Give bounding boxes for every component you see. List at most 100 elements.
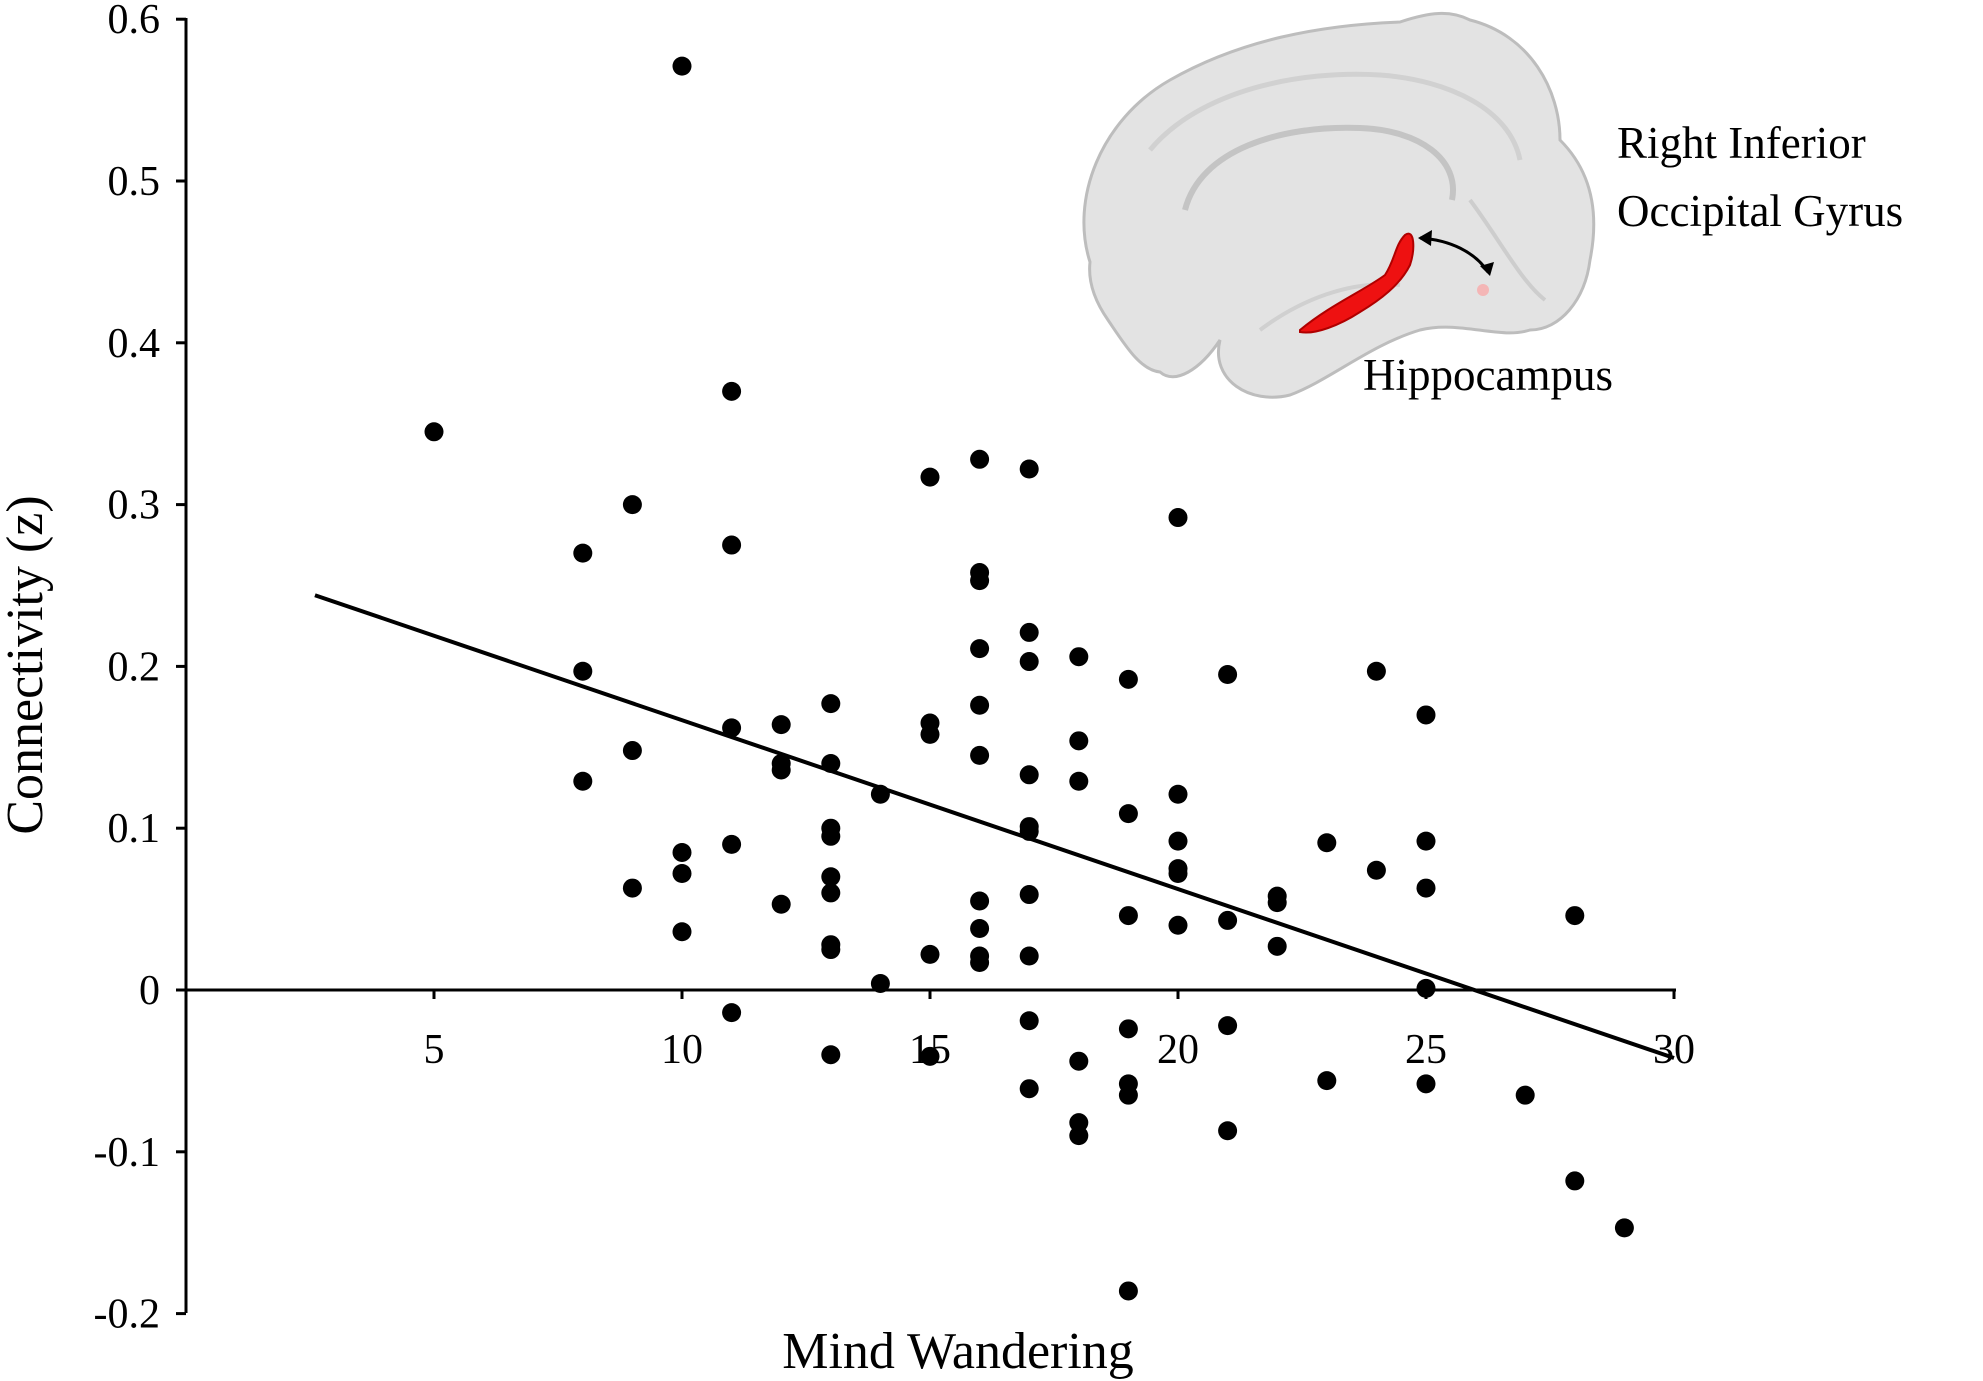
- data-point: [1168, 831, 1188, 851]
- data-point: [970, 745, 990, 765]
- data-point: [1218, 910, 1238, 930]
- y-tick-label: 0.3: [108, 483, 161, 529]
- data-point: [1366, 860, 1386, 880]
- data-point: [1118, 804, 1138, 824]
- data-point: [573, 543, 593, 563]
- data-point: [920, 467, 940, 487]
- data-point: [1218, 1016, 1238, 1036]
- data-point: [771, 715, 791, 735]
- data-point: [1118, 1019, 1138, 1039]
- data-point: [672, 864, 692, 884]
- x-tick-label: 20: [1157, 1027, 1199, 1073]
- data-point: [970, 571, 990, 591]
- data-point: [722, 1003, 742, 1023]
- data-point: [1118, 1085, 1138, 1105]
- data-point: [1565, 906, 1585, 926]
- data-point: [1019, 1079, 1039, 1099]
- data-point: [1515, 1085, 1535, 1105]
- data-point: [970, 891, 990, 911]
- y-tick-label: -0.2: [94, 1292, 161, 1338]
- data-point: [771, 760, 791, 780]
- data-point: [920, 1046, 940, 1066]
- data-point: [1218, 664, 1238, 684]
- hippocampus-shape: [1299, 232, 1415, 334]
- data-point: [424, 422, 444, 442]
- data-point: [1118, 1281, 1138, 1301]
- data-point: [672, 56, 692, 76]
- data-point: [1317, 1071, 1337, 1091]
- data-point: [1069, 1126, 1089, 1146]
- data-point: [722, 381, 742, 401]
- data-point: [722, 834, 742, 854]
- annotation-region-1-line-2: Occipital Gyrus: [1617, 186, 1903, 236]
- data-point: [1069, 1051, 1089, 1071]
- data-point: [1019, 765, 1039, 785]
- y-axis-label: Connectivity (z): [0, 495, 54, 834]
- data-point: [821, 826, 841, 846]
- data-point: [1267, 893, 1287, 913]
- data-point: [1019, 622, 1039, 642]
- data-point: [1416, 1074, 1436, 1094]
- trend-line: [314, 593, 1675, 1060]
- data-point: [1168, 864, 1188, 884]
- y-tick-label: 0.5: [108, 159, 161, 205]
- data-point: [821, 867, 841, 887]
- annotation-region-1-line-1: Right Inferior: [1617, 118, 1866, 168]
- x-tick-label: 10: [661, 1027, 703, 1073]
- data-point: [1416, 705, 1436, 725]
- data-point: [672, 922, 692, 942]
- data-point: [1366, 661, 1386, 681]
- brain-sulcus: [1148, 71, 1523, 161]
- data-point: [1218, 1121, 1238, 1141]
- data-point: [1069, 647, 1089, 667]
- occipital-region-marker: [1477, 284, 1489, 296]
- data-point: [672, 842, 692, 862]
- x-tick-label: 25: [1405, 1027, 1447, 1073]
- data-point: [1019, 459, 1039, 479]
- data-point: [1069, 731, 1089, 751]
- y-tick-label: 0.6: [108, 0, 161, 43]
- data-point: [920, 944, 940, 964]
- data-point: [1168, 915, 1188, 935]
- data-point: [970, 449, 990, 469]
- data-point: [573, 661, 593, 681]
- data-point: [1416, 978, 1436, 998]
- data-point: [1168, 784, 1188, 804]
- data-point: [1565, 1171, 1585, 1191]
- y-tick-label: 0.2: [108, 644, 161, 690]
- data-point: [1069, 771, 1089, 791]
- data-point: [821, 940, 841, 960]
- arrowhead-right: [1480, 262, 1494, 276]
- brain-sulcus: [1468, 198, 1547, 302]
- arrowhead-left: [1418, 230, 1432, 246]
- brain-sulcus: [1182, 124, 1456, 211]
- data-point: [1118, 669, 1138, 689]
- data-point: [1416, 878, 1436, 898]
- data-point: [821, 694, 841, 714]
- data-point: [1614, 1218, 1634, 1238]
- y-tick-label: 0.4: [108, 321, 161, 367]
- data-point: [870, 974, 890, 994]
- data-point: [1019, 946, 1039, 966]
- x-tick-label: 5: [424, 1027, 445, 1073]
- y-tick-label: 0.1: [108, 806, 161, 852]
- y-tick-label: -0.1: [94, 1130, 161, 1176]
- data-point: [722, 535, 742, 555]
- data-point: [821, 1045, 841, 1065]
- y-tick-label: 0: [139, 968, 160, 1014]
- data-point: [970, 919, 990, 939]
- x-axis-label: Mind Wandering: [782, 1323, 1134, 1380]
- brain-illustration: [1082, 11, 1596, 399]
- data-point: [1168, 508, 1188, 528]
- data-point: [1317, 833, 1337, 853]
- data-point: [920, 724, 940, 744]
- data-point: [622, 878, 642, 898]
- annotation-region-2: Hippocampus: [1363, 350, 1613, 400]
- data-point: [622, 741, 642, 761]
- data-point: [970, 695, 990, 715]
- data-point: [1416, 831, 1436, 851]
- data-point: [1267, 936, 1287, 956]
- data-point: [771, 894, 791, 914]
- data-point: [722, 718, 742, 738]
